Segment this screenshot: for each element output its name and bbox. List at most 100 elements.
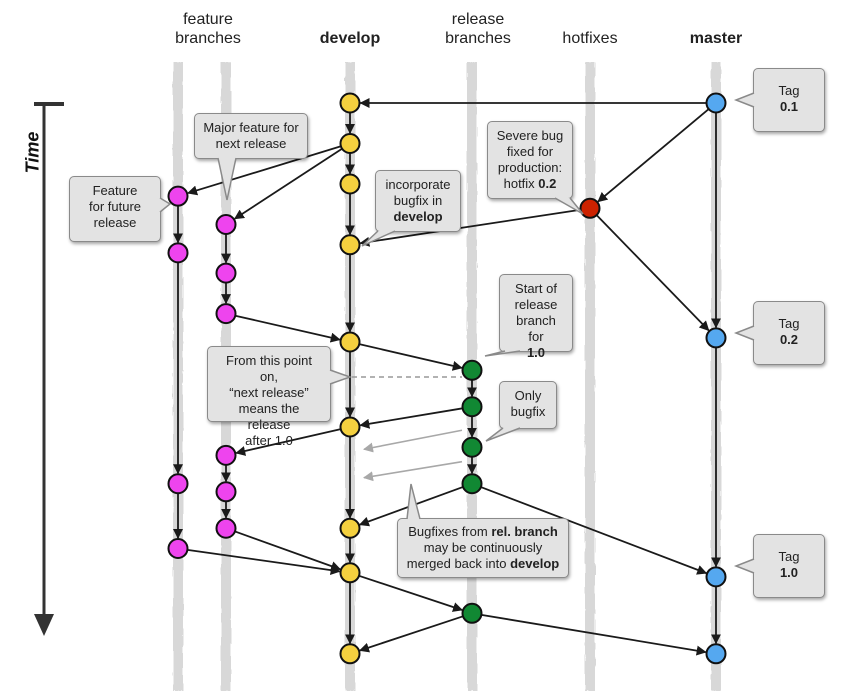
callout-line: incorporate — [385, 177, 451, 192]
callout-line: Only — [514, 388, 542, 403]
callout-bold-line: develop — [393, 209, 443, 224]
lane-title-line1: release — [451, 11, 505, 28]
commit-feature2-f2c — [215, 303, 237, 325]
commit-release-r2 — [461, 396, 483, 418]
lane-track-hotfixes — [585, 62, 595, 691]
callout-line: “next release” — [229, 385, 309, 400]
lane-title-line2: branches — [445, 30, 511, 47]
callout-line: production: — [497, 160, 563, 175]
commit-feature1-f1b — [167, 242, 189, 264]
callout-line: Start of — [515, 281, 557, 296]
edge-h1-to-d4 — [359, 208, 581, 247]
callout-next-release-meaning: From this point on, “next release” means… — [207, 346, 331, 448]
commit-feature2-f2a — [215, 214, 237, 235]
edge-r2-to-d6 — [359, 407, 463, 429]
faded-edge-r4x-to-d7x — [363, 460, 463, 482]
lane-title-release-branches: release branches — [418, 10, 538, 48]
commit-develop-d4 — [339, 234, 361, 256]
edge-h1-to-m2 — [595, 214, 710, 332]
commit-develop-d1 — [339, 92, 361, 114]
commit-develop-d5 — [339, 331, 361, 353]
edge-f2c-to-d5 — [235, 314, 341, 343]
edge-d5-to-r1 — [359, 343, 463, 371]
callout-tag-0-2: Tag 0.2 — [753, 301, 825, 365]
callout-only-bugfix: Only bugfix — [499, 381, 557, 429]
callout-line: release — [514, 297, 558, 312]
tag-version: 1.0 — [779, 565, 799, 580]
commit-hotfixes-h1 — [579, 197, 601, 219]
edge-r5-to-m4 — [481, 613, 707, 656]
edge-d2-to-f2a — [233, 147, 343, 220]
tag-version: 0.1 — [779, 99, 799, 114]
time-axis-arrowhead — [34, 614, 54, 636]
callout-line: for future — [88, 199, 142, 214]
lane-title-master: master — [689, 30, 743, 47]
callout-tag-0-1: Tag 0.1 — [753, 68, 825, 132]
callout-line: branch for — [516, 313, 556, 344]
callout-bold: rel. branch — [491, 524, 558, 539]
commit-master-m3 — [705, 566, 727, 588]
commit-release-r4 — [461, 473, 483, 495]
callout-line: Major feature for — [203, 120, 299, 135]
callout-incorporate-bugfix: incorporate bugfix in develop — [375, 170, 461, 232]
callout-line: after 1.0 — [245, 433, 293, 448]
commit-release-r1 — [461, 359, 483, 381]
lane-title-hotfixes: hotfixes — [562, 30, 618, 47]
commit-release-r5 — [461, 602, 483, 624]
edge-m1-to-h1 — [597, 108, 710, 203]
commit-develop-d7 — [339, 517, 361, 539]
callout-line: release — [93, 215, 137, 230]
callout-line: Severe bug — [496, 128, 564, 143]
callout-tag-1-0: Tag 1.0 — [753, 534, 825, 598]
edge-d2-to-f1a — [187, 145, 342, 196]
callout-line: may be continuously — [423, 540, 543, 555]
time-axis — [34, 102, 64, 636]
callout-text: Bugfixes from — [408, 524, 492, 539]
edge-d6-to-f2d — [235, 428, 341, 456]
callout-bold: develop — [510, 556, 560, 571]
commit-feature2-f2f — [215, 517, 237, 539]
edge-d8-to-r5 — [358, 574, 463, 612]
tag-label: Tag — [778, 316, 800, 331]
commit-develop-d2 — [339, 133, 361, 154]
edge-r5-to-d9 — [359, 615, 464, 653]
lane-title-develop: develop — [319, 30, 381, 47]
callout-feature-for-future-release: Feature for future release — [69, 176, 161, 242]
commit-feature1-f1d — [167, 538, 189, 559]
lane-title-feature-branches: feature branches — [148, 10, 268, 48]
commit-master-m2 — [705, 327, 727, 349]
faded-edge-r3-to-d6x — [363, 429, 463, 453]
callout-line: fixed for — [506, 144, 554, 159]
commit-develop-d9 — [339, 643, 361, 665]
callout-line: From this point on, — [226, 353, 312, 384]
callout-line: bugfix in — [393, 193, 443, 208]
callout-line: next release — [215, 136, 287, 151]
callout-bugfixes-merged: Bugfixes from rel. branch may be continu… — [397, 518, 569, 578]
commit-master-m4 — [705, 643, 727, 665]
commit-feature2-f2b — [215, 262, 237, 284]
lane-title-line2: branches — [175, 30, 241, 47]
callout-start-of-release: Start of release branch for 1.0 — [499, 274, 573, 360]
callout-line: bugfix — [510, 404, 546, 419]
commit-release-r3 — [461, 436, 483, 458]
callout-severe-bug: Severe bug fixed for production: hotfix … — [487, 121, 573, 199]
tag-label: Tag — [778, 549, 800, 564]
callout-bold: 0.2 — [538, 176, 557, 191]
callout-bold-line: 1.0 — [526, 345, 546, 360]
commit-feature2-f2d — [215, 444, 237, 466]
commit-develop-d3 — [339, 173, 361, 195]
callout-line: Feature — [92, 183, 138, 198]
callout-major-feature: Major feature for next release — [194, 113, 308, 159]
lane-title-line1: feature — [183, 11, 233, 28]
callout-text: merged back into — [406, 556, 511, 571]
callout-text: hotfix — [503, 176, 539, 191]
edge-f1d-to-d8 — [187, 548, 341, 576]
commit-feature1-f1a — [167, 185, 189, 207]
edge-r4-to-m3 — [480, 486, 708, 575]
commit-develop-d6 — [339, 416, 361, 438]
commit-develop-d8 — [339, 562, 361, 584]
edge-f2f-to-d8 — [234, 530, 342, 571]
callout-line: means the release — [238, 401, 300, 432]
commit-master-m1 — [705, 92, 727, 114]
